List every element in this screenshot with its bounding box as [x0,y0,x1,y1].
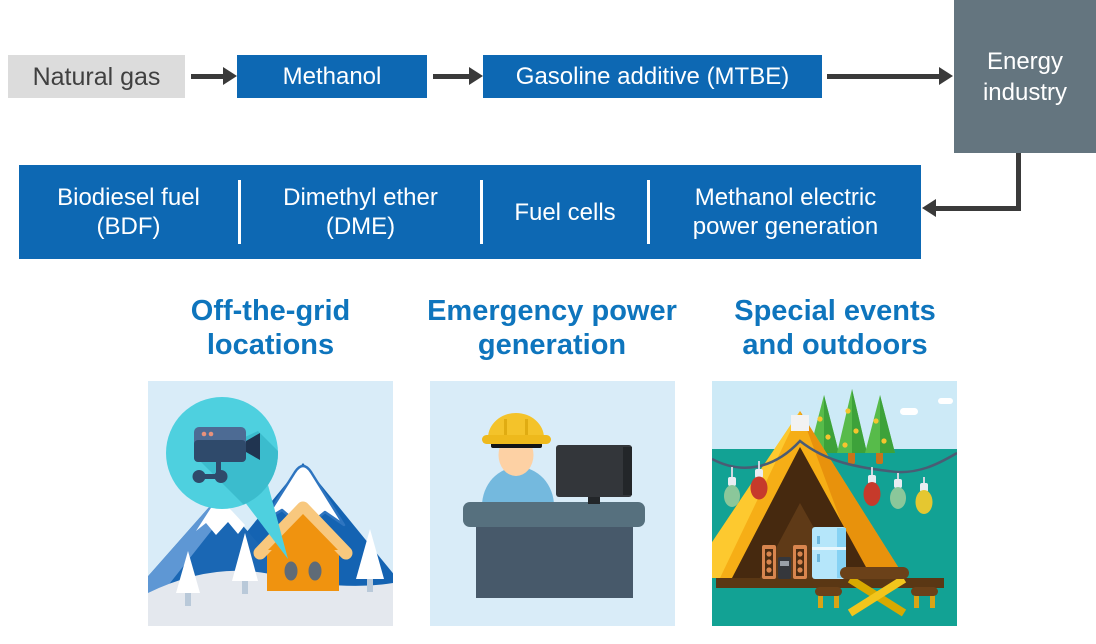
arrow-right-icon [223,67,237,85]
special-events-illustration [712,381,957,626]
camping-tent-icon [712,381,957,626]
stool-icon [815,587,938,608]
connector-horizontal-line [934,206,1021,211]
flow-node-natural-gas: Natural gas [8,55,185,98]
tent-floor [716,578,944,588]
arrow-shaft [827,74,940,79]
monitor-icon [556,445,632,504]
arrow-shaft [433,74,470,79]
arrow-right-icon [939,67,953,85]
security-camera-mountain-icon [148,381,393,626]
flow-node-gasoline-additive: Gasoline additive (MTBE) [483,55,822,98]
flow-node-energy-industry: Energy industry [954,0,1096,153]
worker-desk-icon [430,381,675,626]
application-biodiesel: Biodiesel fuel (BDF) [57,184,200,240]
arrow-right-icon [469,67,483,85]
desk-icon [463,502,645,598]
bar-divider [480,180,483,244]
title-line: generation [477,329,627,361]
cabin-icon [253,501,353,591]
title-line: Emergency power [427,295,677,327]
applications-bar [19,165,921,259]
pine-tree-icon [176,529,384,606]
use-case-title-events: Special events and outdoors [700,294,970,362]
title-line: and outdoors [742,329,928,361]
arrow-left-icon [922,199,936,217]
picnic-table-icon [840,567,909,617]
use-case-title-off-grid: Off-the-grid locations [148,294,393,362]
application-dme: Dimethyl ether (DME) [283,184,438,240]
application-methanol-power: Methanol electric power generation [692,184,879,240]
arrow-shaft [191,74,224,79]
title-line: Off-the-grid [190,295,351,327]
title-line: locations [206,329,335,361]
application-fuel-cells: Fuel cells [514,198,616,226]
security-camera-icon [192,427,260,483]
string-light-bulbs [724,461,933,514]
bar-divider [238,180,241,244]
flow-node-methanol: Methanol [237,55,427,98]
title-line: Special events [734,295,936,327]
emergency-power-illustration [430,381,675,626]
cooler-icon [812,527,846,579]
connector-vertical-line [1016,153,1021,211]
off-grid-illustration [148,381,393,626]
speakers-icon [762,545,807,579]
string-light-wire [712,439,957,474]
bar-divider [647,180,650,244]
use-case-title-emergency: Emergency power generation [412,294,692,362]
cloud-icon [900,398,953,415]
